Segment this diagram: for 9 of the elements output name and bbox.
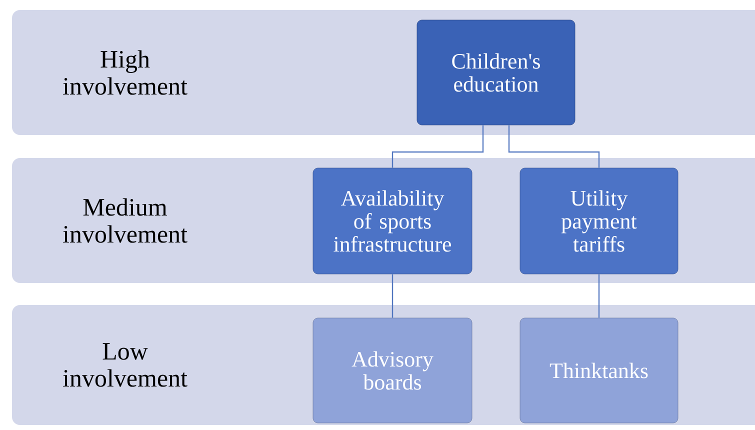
connector-line [392,125,484,168]
connector-line [508,125,600,168]
process-box: Utility payment tariffs [520,168,678,274]
connector-line [392,274,394,318]
process-box: Thinktanks [520,318,678,424]
process-box: Children's education [416,20,576,126]
process-box: Availability of sports infrastructure [312,168,472,274]
process-box: Advisory boards [312,318,472,424]
connector-line [598,274,600,318]
